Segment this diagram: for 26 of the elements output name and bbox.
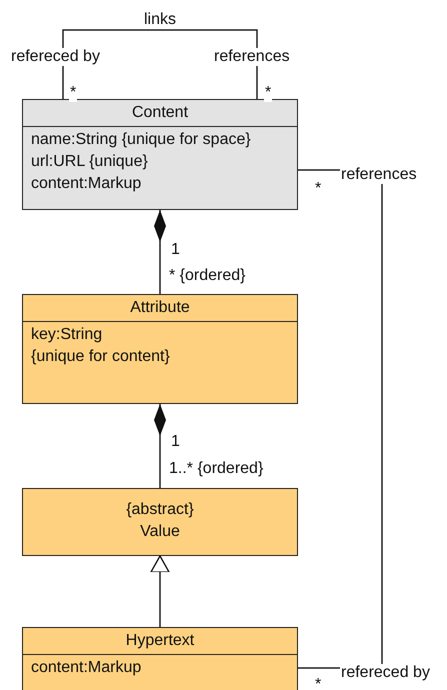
attribute-text: key:String [30,325,102,345]
role-label: references [213,48,291,66]
attribute-text: content:Markup [30,174,142,194]
attribute-text: content:Markup [30,658,142,678]
multiplicity-label: * {ordered} [168,267,247,285]
multiplicity-label: * [264,84,272,102]
attribute-text: url:URL {unique} [30,152,148,172]
multiplicity-label: 1..* {ordered} [168,460,264,478]
class-name: Hypertext [23,628,297,655]
multiplicity-label: * [69,84,78,102]
attribute-text: name:String {unique for space} [30,130,251,150]
generalization-arrow [150,555,170,627]
class-box [22,488,298,556]
attribute-text: {unique for content} [30,347,170,367]
class-box [22,627,298,690]
role-label: references [340,166,418,184]
stereotype-text: {abstract} [126,500,194,520]
class-name: Value [140,522,180,542]
association-line [62,29,258,99]
class-box [22,99,298,210]
class-name: Attribute [23,295,297,322]
class-box [22,294,298,404]
role-label: refereced by [340,664,431,682]
composition-line [154,210,166,294]
role-label: refereced by [10,48,101,66]
composition-line [154,404,166,488]
